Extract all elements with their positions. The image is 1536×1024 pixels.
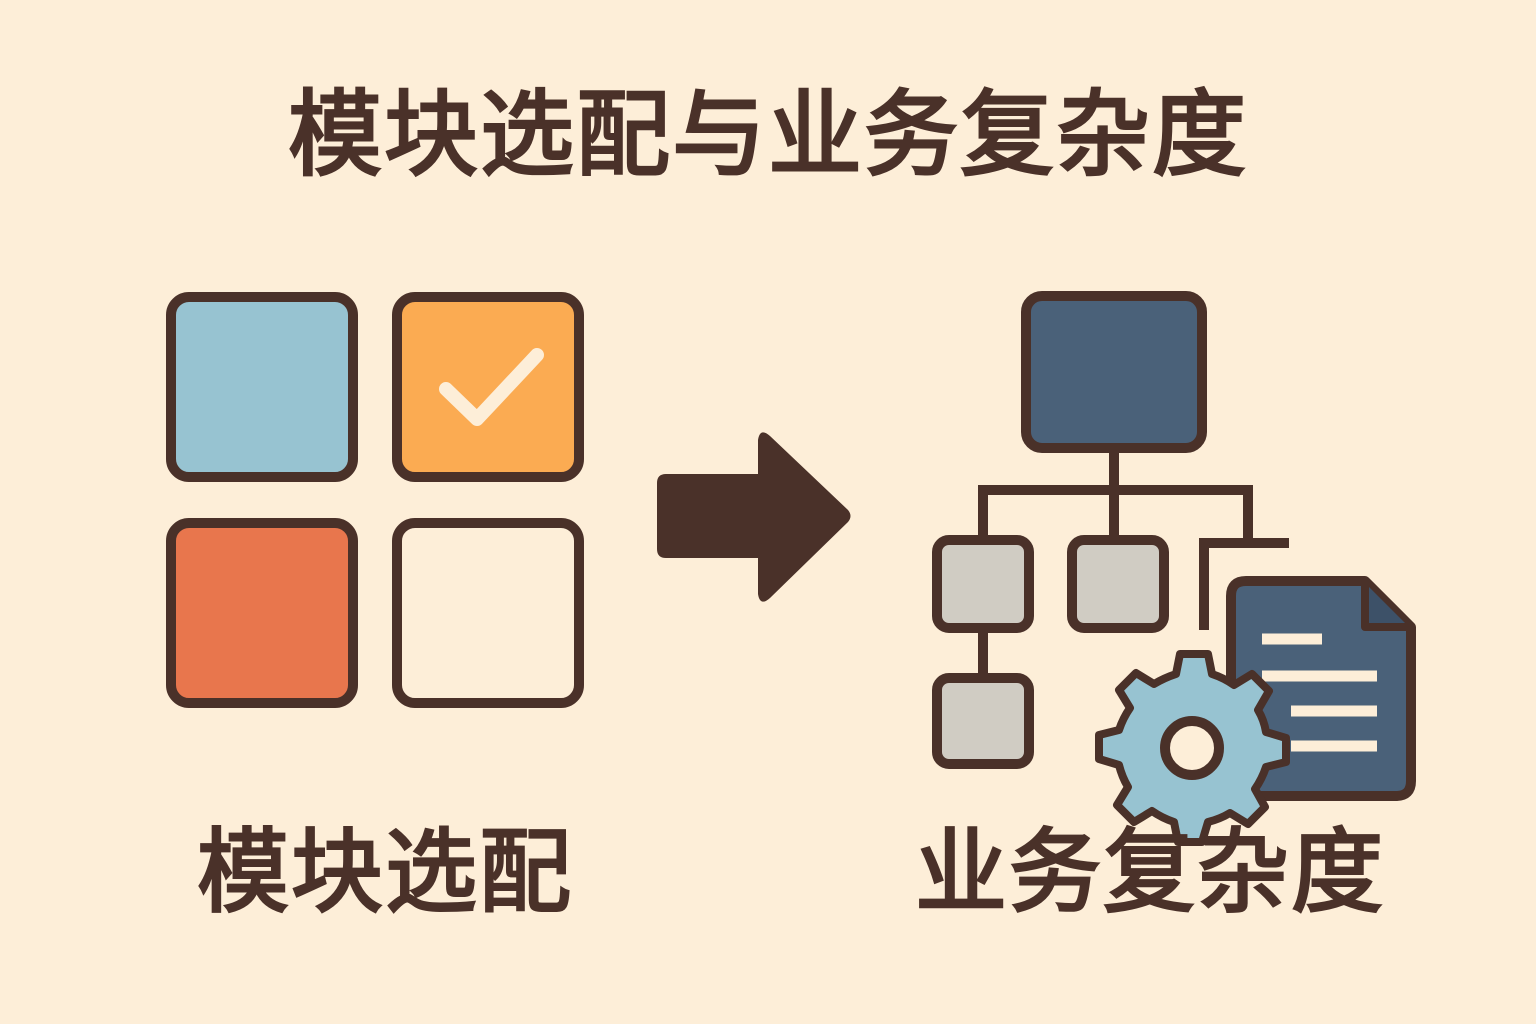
tree-child-node-2 bbox=[1067, 535, 1169, 633]
module-tile-empty bbox=[392, 518, 584, 708]
tree-root-node bbox=[1021, 291, 1207, 453]
diagram-title: 模块选配与业务复杂度 bbox=[287, 81, 1248, 190]
tree-child-node-1 bbox=[932, 535, 1034, 633]
gear-icon bbox=[1095, 650, 1290, 846]
module-selection-label: 模块选配 bbox=[196, 819, 573, 926]
tree-grandchild-node bbox=[932, 673, 1034, 769]
check-icon bbox=[439, 348, 544, 426]
business-complexity-label: 业务复杂度 bbox=[914, 819, 1385, 926]
module-tile-orange-selected bbox=[392, 292, 584, 482]
module-tile-blue bbox=[166, 292, 358, 482]
module-tile-red bbox=[166, 518, 358, 708]
arrow-right-icon bbox=[657, 432, 851, 602]
module-grid bbox=[166, 292, 584, 708]
hierarchy-tree bbox=[978, 450, 1289, 678]
